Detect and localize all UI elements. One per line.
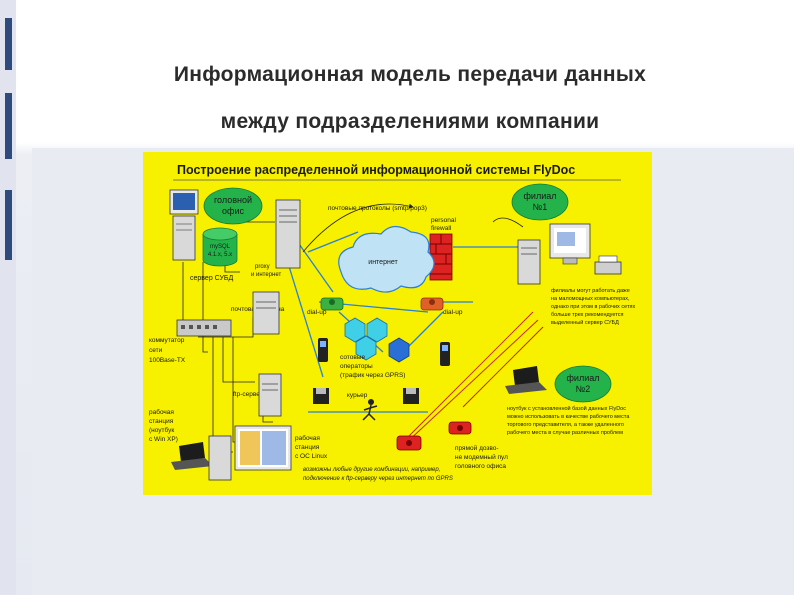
diagram-heading: Построение распределенной информационной… bbox=[177, 163, 575, 177]
internet-cloud-icon: интернет bbox=[338, 225, 435, 293]
branch2-line2: №2 bbox=[576, 384, 591, 394]
branch1-line1: филиал bbox=[524, 191, 557, 201]
cellular-network-icon bbox=[344, 317, 410, 363]
database-icon: mySQL 4.1.x, 5.x bbox=[202, 227, 238, 267]
network-switch-icon bbox=[176, 319, 232, 337]
mail-protocol-label: почтовые протоколы (smtp/pop3) bbox=[328, 205, 427, 212]
direct-dialup-line1: прямой дозво- bbox=[455, 444, 499, 452]
phone-icon bbox=[396, 435, 422, 451]
branch2-bubble: филиал №2 bbox=[554, 365, 612, 403]
switch-label-line2: сети bbox=[149, 347, 163, 354]
direct-dialup-line3: головного офиса bbox=[455, 463, 506, 470]
branch1-note: филиалы могут работать даже на маломощны… bbox=[551, 288, 635, 326]
branch2-note-line: ноутбук с установленной базой данных Fly… bbox=[507, 405, 626, 412]
accent-segment bbox=[5, 93, 12, 159]
branch2-line1: филиал bbox=[567, 373, 600, 383]
mail-machine-pc bbox=[252, 291, 280, 335]
ftp-server-pc bbox=[258, 373, 282, 417]
db-label-line2: 4.1.x, 5.x bbox=[208, 252, 232, 258]
head-office-line1: головной bbox=[214, 195, 252, 205]
floppy-disk-icon bbox=[313, 388, 329, 404]
footer-note-line2: подключение к ftp-серверу через интернет… bbox=[303, 476, 453, 482]
head-office-pc bbox=[169, 189, 199, 261]
laptop-icon bbox=[171, 442, 213, 470]
floppy-disk-icon bbox=[403, 388, 419, 404]
accent-segment bbox=[5, 18, 12, 70]
cellular-label-line2: операторы bbox=[340, 363, 373, 370]
branch1-note-line: на маломощных компьютерах, bbox=[551, 296, 630, 302]
modem-right-icon bbox=[420, 297, 444, 311]
linux-label-line1: рабочая bbox=[295, 434, 320, 442]
head-office-bubble: головной офис bbox=[203, 187, 263, 225]
mobile-phone-left-icon bbox=[318, 338, 328, 362]
laptop-label-line1: рабочая bbox=[149, 408, 174, 416]
laptop-label-line3: (ноутбук bbox=[149, 426, 174, 434]
branch1-note-line: филиалы могут работать даже bbox=[551, 288, 630, 294]
courier-label: курьер bbox=[347, 392, 368, 399]
laptop-label-line4: с Win XP) bbox=[149, 436, 178, 443]
firewall-icon bbox=[429, 233, 453, 281]
linux-label-line3: с OC Linux bbox=[295, 453, 328, 460]
branch1-line2: №1 bbox=[533, 202, 548, 212]
slide-title-line2: между подразделениями компании bbox=[220, 110, 600, 133]
branch2-note: ноутбук с установленной базой данных Fly… bbox=[507, 405, 630, 436]
linux-label-line2: станция bbox=[295, 444, 320, 451]
branch1-note-line: однако при этом в рабочих сетях bbox=[551, 304, 635, 310]
firewall-label-line2: firewall bbox=[431, 225, 452, 232]
branch2-laptop-icon bbox=[505, 366, 547, 394]
accent-segment bbox=[5, 190, 12, 260]
firewall-label-line1: personal bbox=[431, 217, 456, 224]
cellular-label-line3: (трафик через GPRS) bbox=[340, 372, 405, 379]
mobile-phone-right-icon bbox=[440, 342, 450, 366]
dialup-left-label: dial-up bbox=[307, 309, 327, 316]
laptop-label-line2: станция bbox=[149, 418, 174, 425]
dialup-links bbox=[402, 311, 544, 445]
left-accent-bar bbox=[0, 0, 16, 595]
footer-note-line1: возможны любые другие комбинации, наприм… bbox=[303, 467, 440, 473]
network-diagram: Построение распределенной информационной… bbox=[143, 152, 652, 495]
modem-left-icon bbox=[320, 297, 344, 311]
db-label-line1: mySQL bbox=[210, 244, 231, 250]
switch-label-line3: 100Base-TX bbox=[149, 357, 186, 364]
branch2-note-line: торгового представителя, а также удаленн… bbox=[507, 422, 624, 428]
branch1-bubble: филиал №1 bbox=[511, 183, 569, 221]
linux-workstation-pc bbox=[208, 425, 292, 481]
branch1-note-line: больше трех рекомендуется bbox=[551, 312, 623, 318]
proxy-label-line1: proxy bbox=[255, 264, 270, 270]
cellular-label-line1: сотовые bbox=[340, 354, 365, 361]
internet-label: интернет bbox=[368, 259, 398, 266]
head-office-line2: офис bbox=[222, 206, 244, 216]
branch2-note-line: можно использовать в качестве рабочего м… bbox=[507, 414, 630, 420]
server-label: сервер СУБД bbox=[190, 275, 234, 282]
proxy-server bbox=[275, 199, 301, 269]
direct-dialup-line2: не модемный пул bbox=[455, 453, 508, 461]
ftp-server-label: ftp-сервер bbox=[233, 391, 264, 398]
slide-title-line1: Информационная модель передачи данных bbox=[173, 63, 647, 86]
phone-icon bbox=[448, 421, 472, 435]
branch2-note-line: рабочего места в случае различных пробле… bbox=[507, 430, 623, 436]
branch1-note-line: выделенный сервер СУБД bbox=[551, 319, 619, 326]
proxy-label-line2: и интернет bbox=[251, 272, 281, 278]
dialup-right-label: dial-up bbox=[443, 309, 463, 316]
branch1-pc bbox=[517, 223, 591, 285]
switch-label-line1: коммутатор bbox=[149, 337, 185, 344]
printer-icon bbox=[594, 255, 622, 275]
courier-runner-icon bbox=[362, 399, 378, 421]
